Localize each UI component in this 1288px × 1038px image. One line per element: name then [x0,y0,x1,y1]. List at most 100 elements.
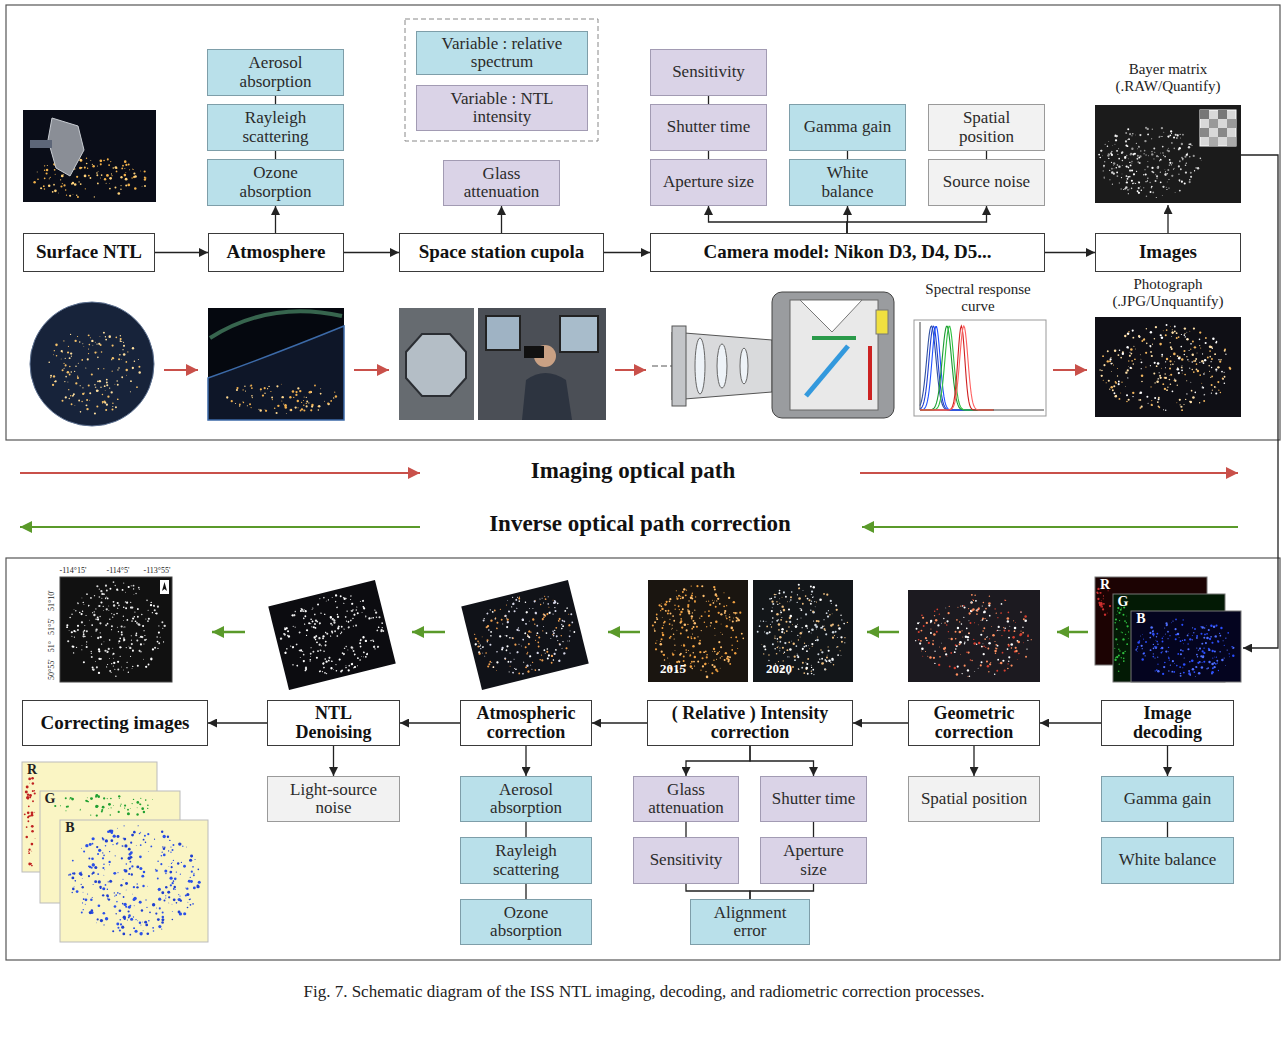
light-dot [786,630,788,632]
light-dot [1007,620,1009,622]
light-dot [1113,173,1115,175]
light-dot [1164,173,1166,175]
light-dot [983,602,985,604]
light-dot [713,660,714,661]
light-dot [88,385,90,387]
light-dot [813,586,815,588]
light-dot [1126,175,1128,177]
light-dot [719,651,720,652]
light-dot [1231,646,1233,648]
light-dot [818,661,820,663]
cupola-window [406,334,466,396]
light-dot [989,663,991,665]
light-dot [989,615,991,617]
light-dot [94,341,96,343]
light-dot [1186,356,1187,357]
light-dot [788,620,790,622]
light-dot [948,638,950,640]
light-dot [1221,659,1224,662]
light-dot [1167,135,1169,137]
light-dot [1196,635,1198,637]
light-dot [1007,668,1009,670]
light-dot [138,371,140,373]
light-dot [844,642,845,643]
light-dot [776,613,779,616]
geometric-image [648,580,748,682]
light-dot [1208,365,1210,367]
light-dot [930,620,932,622]
light-dot [917,622,919,624]
light-dot [932,640,933,641]
light-dot [1113,364,1114,365]
light-dot [959,641,962,644]
light-dot [132,347,134,349]
light-dot [1111,151,1112,152]
light-dot [72,194,74,196]
light-dot [970,601,972,603]
light-dot [88,175,90,177]
light-dot [107,396,109,398]
light-dot [1183,619,1184,620]
light-dot [56,355,58,357]
light-dot [1214,635,1216,637]
light-dot [724,659,726,661]
light-dot [65,189,67,191]
light-dot [1099,369,1100,370]
light-dot [713,586,715,588]
light-dot [88,334,90,336]
light-dot [1162,330,1164,332]
light-dot [276,412,278,414]
light-dot [85,188,86,189]
light-dot [67,371,70,374]
light-dot [1126,401,1128,403]
light-dot [69,366,70,367]
light-dot [805,625,808,628]
light-dot [706,626,707,627]
light-dot [1116,150,1118,152]
light-dot [1187,643,1188,644]
light-dot [672,628,673,629]
light-dot [1214,656,1216,658]
light-dot [660,641,661,642]
light-dot [125,361,127,363]
light-dot [82,343,84,345]
light-dot [781,631,783,633]
light-dot [684,624,687,627]
light-dot [1182,134,1184,136]
light-dot [694,665,695,666]
light-dot [1101,155,1103,157]
light-dot [1143,187,1144,188]
light-dot [1147,180,1148,181]
light-dot [1127,158,1129,160]
light-dot [1108,380,1110,382]
light-dot [783,653,784,654]
light-dot [996,630,997,631]
light-dot [74,183,77,186]
light-dot [107,158,109,160]
light-dot [726,625,728,627]
light-dot [691,618,693,620]
light-dot [1005,600,1006,601]
light-dot [120,358,122,360]
bayer-cell [1200,128,1209,137]
light-dot [766,626,768,628]
light-dot [1172,660,1174,662]
light-dot [1167,173,1168,174]
light-dot [1181,143,1183,145]
light-dot [707,662,709,664]
light-dot [939,656,941,658]
light-dot [1197,167,1199,169]
light-dot [1137,190,1139,192]
light-dot [245,391,246,392]
light-dot [1020,611,1021,612]
light-dot [95,387,96,388]
light-dot [1225,353,1226,354]
city-lights [226,384,337,414]
light-dot [115,337,117,339]
light-dot [1202,655,1204,657]
light-dot [1121,151,1123,153]
light-dot [1177,355,1179,357]
light-dot [672,653,674,655]
light-dot [984,611,986,613]
light-dot [665,610,666,611]
